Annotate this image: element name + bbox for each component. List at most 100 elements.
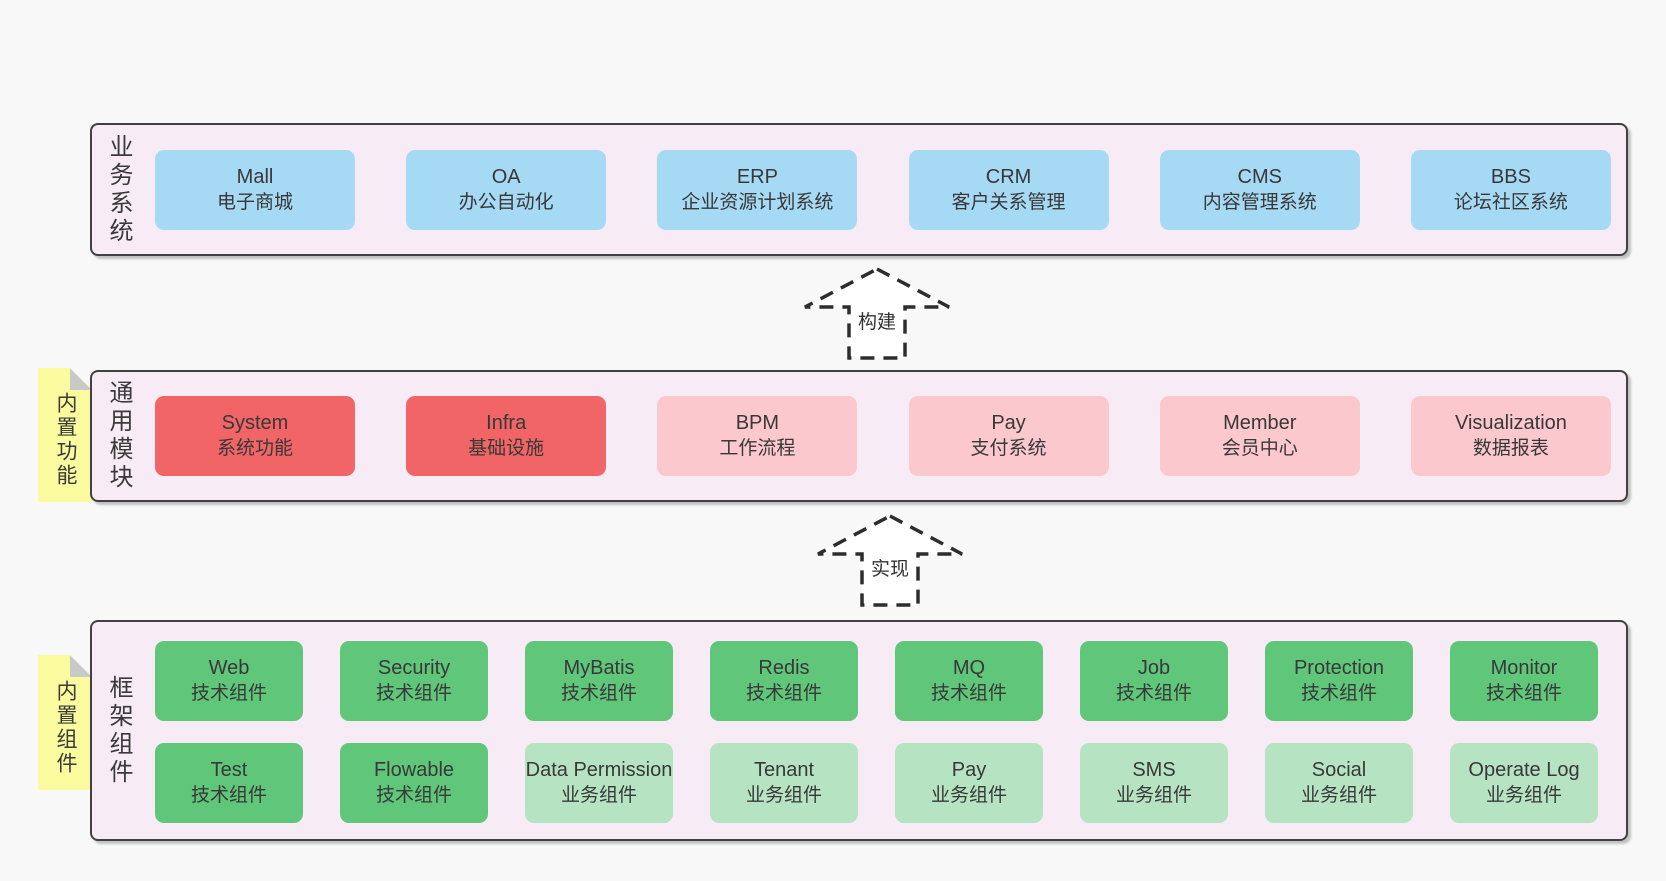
box-social: Social 业务组件	[1265, 743, 1413, 823]
box-test: Test 技术组件	[155, 743, 303, 823]
box-subtitle: 技术组件	[190, 785, 267, 806]
box-subtitle: 业务组件	[930, 785, 1007, 806]
box-subtitle: 技术组件	[1300, 683, 1377, 704]
box-protection: Protection 技术组件	[1265, 641, 1413, 721]
box-pay-biz: Pay 业务组件	[895, 743, 1043, 823]
box-cms: CMS 内容管理系统	[1159, 149, 1360, 230]
box-mybatis: MyBatis 技术组件	[525, 641, 673, 721]
box-data-permission: Data Permission 业务组件	[525, 743, 673, 823]
box-title: Redis	[758, 657, 810, 679]
box-redis: Redis 技术组件	[710, 641, 858, 721]
box-title: Job	[1137, 657, 1171, 679]
arrow-build-label: 构建	[854, 307, 900, 334]
box-subtitle: 数据报表	[1472, 438, 1549, 459]
box-subtitle: 业务组件	[560, 785, 637, 806]
box-title: MQ	[952, 657, 986, 679]
box-bpm: BPM 工作流程	[657, 396, 858, 476]
box-title: Member	[1223, 412, 1297, 434]
box-subtitle: 会员中心	[1221, 438, 1298, 459]
arrow-implement-label: 实现	[867, 554, 913, 581]
box-title: Test	[210, 759, 248, 781]
box-subtitle: 技术组件	[1485, 683, 1562, 704]
box-tenant: Tenant 业务组件	[710, 743, 858, 823]
box-title: BBS	[1490, 165, 1531, 188]
framework-boxes-grid: Web 技术组件 Security 技术组件 MyBatis 技术组件 Redi…	[155, 641, 1598, 823]
box-title: Pay	[951, 759, 987, 781]
box-member: Member 会员中心	[1159, 396, 1360, 476]
box-title: MyBatis	[563, 657, 635, 679]
box-title: Mall	[236, 165, 274, 188]
box-mq: MQ 技术组件	[895, 641, 1043, 721]
box-system: System 系统功能	[155, 396, 355, 476]
box-subtitle: 系统功能	[216, 438, 293, 459]
sticky-note-text: 内置组件	[54, 679, 77, 776]
box-subtitle: 技术组件	[190, 683, 267, 704]
box-infra: Infra 基础设施	[406, 396, 607, 476]
box-title: OA	[491, 165, 521, 188]
box-subtitle: 办公自动化	[458, 191, 554, 213]
box-title: Infra	[486, 412, 527, 434]
box-subtitle: 技术组件	[1115, 683, 1192, 704]
box-subtitle: 内容管理系统	[1202, 191, 1317, 213]
box-job: Job 技术组件	[1080, 641, 1228, 721]
box-title: Flowable	[373, 759, 455, 781]
box-title: Visualization	[1454, 412, 1567, 434]
box-title: CRM	[985, 165, 1032, 188]
box-subtitle: 业务组件	[1485, 785, 1562, 806]
arrow-implement: 实现	[815, 513, 965, 608]
box-subtitle: 企业资源计划系统	[681, 191, 834, 213]
arrow-build: 构建	[802, 266, 952, 361]
box-subtitle: 技术组件	[560, 683, 637, 704]
folded-corner-icon	[70, 368, 92, 390]
sticky-note-text: 内置功能	[54, 392, 77, 489]
band-framework-components: 框架组件 Web 技术组件 Security 技术组件 MyBatis 技术组件…	[90, 620, 1628, 841]
module-boxes-row: System 系统功能 Infra 基础设施 BPM 工作流程 Pay 支付系统…	[155, 372, 1611, 500]
box-mall: Mall 电子商城	[155, 149, 355, 230]
box-oa: OA 办公自动化	[406, 149, 607, 230]
sticky-note-builtin-functions: 内置功能	[38, 368, 92, 502]
box-monitor: Monitor 技术组件	[1450, 641, 1598, 721]
box-title: Social	[1311, 759, 1367, 781]
band-common-modules: 通用模块 System 系统功能 Infra 基础设施 BPM 工作流程 Pay…	[90, 370, 1628, 502]
sticky-note-builtin-components: 内置组件	[38, 655, 92, 790]
box-subtitle: 工作流程	[719, 438, 796, 459]
box-title: Web	[208, 657, 250, 679]
box-title: ERP	[736, 165, 778, 188]
box-visualization: Visualization 数据报表	[1410, 396, 1611, 476]
box-web: Web 技术组件	[155, 641, 303, 721]
box-erp: ERP 企业资源计划系统	[657, 149, 858, 230]
box-title: Monitor	[1490, 657, 1558, 679]
box-subtitle: 业务组件	[745, 785, 822, 806]
business-boxes-row: Mall 电子商城 OA 办公自动化 ERP 企业资源计划系统 CRM 客户关系…	[155, 125, 1611, 254]
box-subtitle: 电子商城	[216, 191, 293, 213]
band-label-framework-components: 框架组件	[105, 674, 132, 787]
folded-corner-icon	[70, 655, 92, 677]
box-subtitle: 论坛社区系统	[1453, 191, 1568, 213]
box-title: SMS	[1132, 759, 1176, 781]
box-crm: CRM 客户关系管理	[908, 149, 1109, 230]
box-flowable: Flowable 技术组件	[340, 743, 488, 823]
box-sms: SMS 业务组件	[1080, 743, 1228, 823]
band-business-systems: 业务系统 Mall 电子商城 OA 办公自动化 ERP 企业资源计划系统 CRM…	[90, 123, 1628, 256]
box-title: Security	[377, 657, 451, 679]
box-title: BPM	[735, 412, 780, 434]
box-subtitle: 基础设施	[468, 438, 545, 459]
box-bbs: BBS 论坛社区系统	[1410, 149, 1611, 230]
band-label-business-systems: 业务系统	[105, 133, 132, 246]
box-pay: Pay 支付系统	[908, 396, 1109, 476]
box-subtitle: 业务组件	[1115, 785, 1192, 806]
box-title: Data Permission	[525, 759, 673, 781]
box-operate-log: Operate Log 业务组件	[1450, 743, 1598, 823]
box-title: Pay	[991, 412, 1026, 434]
band-label-common-modules: 通用模块	[105, 380, 132, 492]
box-subtitle: 技术组件	[375, 785, 452, 806]
box-title: CMS	[1237, 165, 1282, 188]
box-subtitle: 客户关系管理	[951, 191, 1066, 213]
box-title: Tenant	[753, 759, 815, 781]
box-subtitle: 技术组件	[930, 683, 1007, 704]
box-security: Security 技术组件	[340, 641, 488, 721]
box-subtitle: 技术组件	[745, 683, 822, 704]
box-subtitle: 业务组件	[1300, 785, 1377, 806]
box-title: Operate Log	[1468, 759, 1580, 781]
